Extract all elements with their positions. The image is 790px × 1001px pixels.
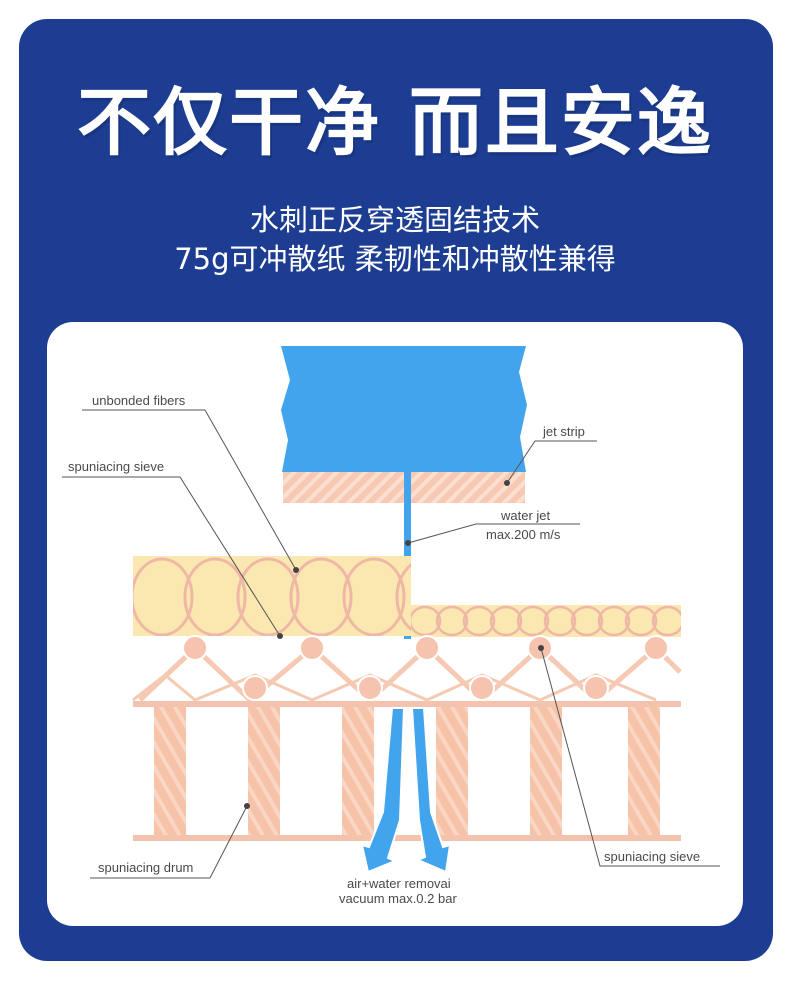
label-vacuum: vacuum max.0.2 bar bbox=[339, 891, 457, 906]
water-jet-stream bbox=[404, 467, 411, 639]
unbonded-fiber-layer bbox=[133, 556, 411, 636]
subtitle-line-2: 75g可冲散纸 柔韧性和冲散性兼得 bbox=[174, 242, 616, 276]
leader-lines bbox=[62, 409, 720, 879]
spunlace-diagram: unbonded fibers spuniacing sieve jet str… bbox=[62, 346, 720, 906]
diagram-panel: unbonded fibers spuniacing sieve jet str… bbox=[47, 322, 743, 926]
label-water-jet: water jet bbox=[500, 508, 551, 523]
subtitle-line-1: 水刺正反穿透固结技术 bbox=[249, 203, 540, 237]
headline: 不仅干净 而且安逸 bbox=[77, 80, 713, 166]
leader-dots bbox=[244, 480, 544, 809]
label-unbonded-fibers: unbonded fibers bbox=[92, 393, 186, 408]
label-jet-strip: jet strip bbox=[542, 424, 585, 439]
jet-nozzle-block bbox=[281, 346, 527, 472]
label-water-jet-speed: max.200 m/s bbox=[486, 527, 561, 542]
label-spunlacing-drum: spuniacing drum bbox=[98, 860, 193, 875]
label-air-water-removal: air+water removai bbox=[347, 876, 451, 891]
label-spunlacing-sieve-right: spuniacing sieve bbox=[604, 849, 700, 864]
label-spunlacing-sieve-top: spuniacing sieve bbox=[68, 459, 164, 474]
bonded-fiber-layer bbox=[411, 605, 681, 637]
spunlacing-sieve bbox=[132, 635, 682, 703]
spunlacing-drum bbox=[133, 701, 681, 841]
water-removal-arrows bbox=[360, 707, 452, 874]
